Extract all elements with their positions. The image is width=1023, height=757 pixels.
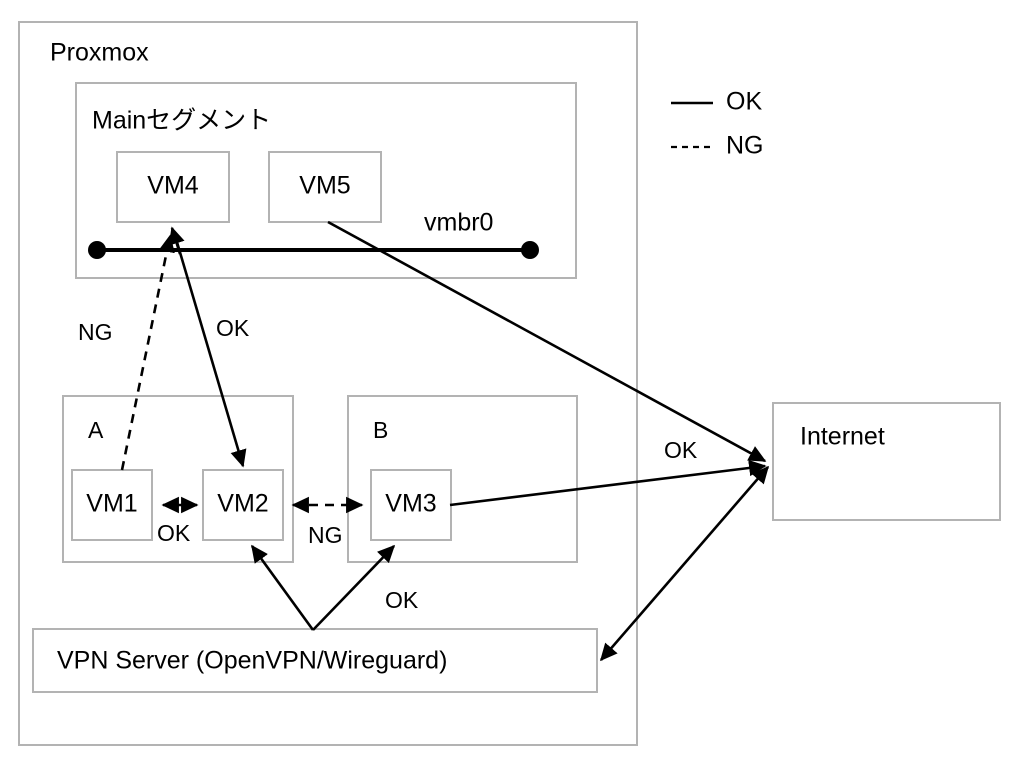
edge-label-vm1-vm2-ok: OK xyxy=(157,520,191,546)
segment-b-label: B xyxy=(373,417,388,443)
vmbr0-label: vmbr0 xyxy=(424,209,493,237)
vm2-label: VM2 xyxy=(217,490,268,518)
edge-vpn-internet-ok xyxy=(600,465,769,662)
edge-label-vm1-vm4-ng: NG xyxy=(78,319,113,345)
vm1-label: VM1 xyxy=(86,490,137,518)
edge-vm5-to-internet-ok xyxy=(327,220,767,463)
segment-a-label: A xyxy=(88,417,104,443)
edge-vpn-to-vm3-ok xyxy=(312,544,396,631)
vm3-label: VM3 xyxy=(385,490,436,518)
edge-vm2-to-vm4-arrowhead xyxy=(168,226,185,255)
vmbr0-left-endpoint xyxy=(88,241,106,259)
edge-label-vm2-vm3-ng: NG xyxy=(308,522,343,548)
edge-vpn-to-vm2-ok xyxy=(250,544,315,631)
legend: OK NG xyxy=(671,88,764,160)
vpn-server-label: VPN Server (OpenVPN/Wireguard) xyxy=(57,647,447,675)
vm4-box xyxy=(116,151,230,223)
edge-vm4-to-vm2-ok xyxy=(172,231,247,468)
edge-label-vm4-vm2-ok: OK xyxy=(216,315,250,341)
edge-label-vpn-ok: OK xyxy=(385,587,419,613)
vm3-box xyxy=(370,469,452,541)
vm2-box xyxy=(202,469,284,541)
vpn-server-box xyxy=(32,628,598,693)
vm5-box xyxy=(268,151,382,223)
vm1-box xyxy=(71,469,153,541)
vm4-label: VM4 xyxy=(147,172,199,200)
vmbr0-right-endpoint xyxy=(521,241,539,259)
legend-ok-label: OK xyxy=(726,88,762,116)
proxmox-label: Proxmox xyxy=(50,39,149,67)
edge-vm1-to-vm4-ng xyxy=(120,234,175,471)
internet-label: Internet xyxy=(800,423,885,451)
main-segment-label: Mainセグメント xyxy=(92,107,271,135)
vm5-label: VM5 xyxy=(299,172,350,200)
internet-box xyxy=(772,402,1001,521)
edge-label-internet-ok: OK xyxy=(664,437,698,463)
legend-ng-label: NG xyxy=(726,132,764,160)
